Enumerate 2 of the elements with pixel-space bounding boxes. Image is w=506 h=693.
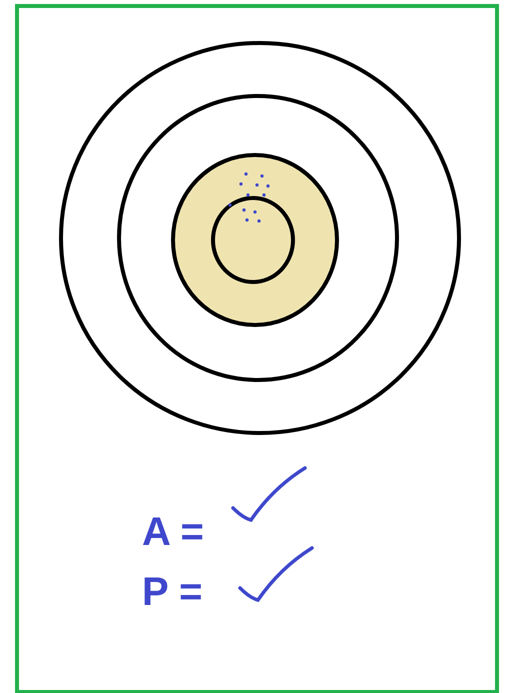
equation-label: P = xyxy=(142,570,202,614)
equation-label: A = xyxy=(142,510,204,554)
